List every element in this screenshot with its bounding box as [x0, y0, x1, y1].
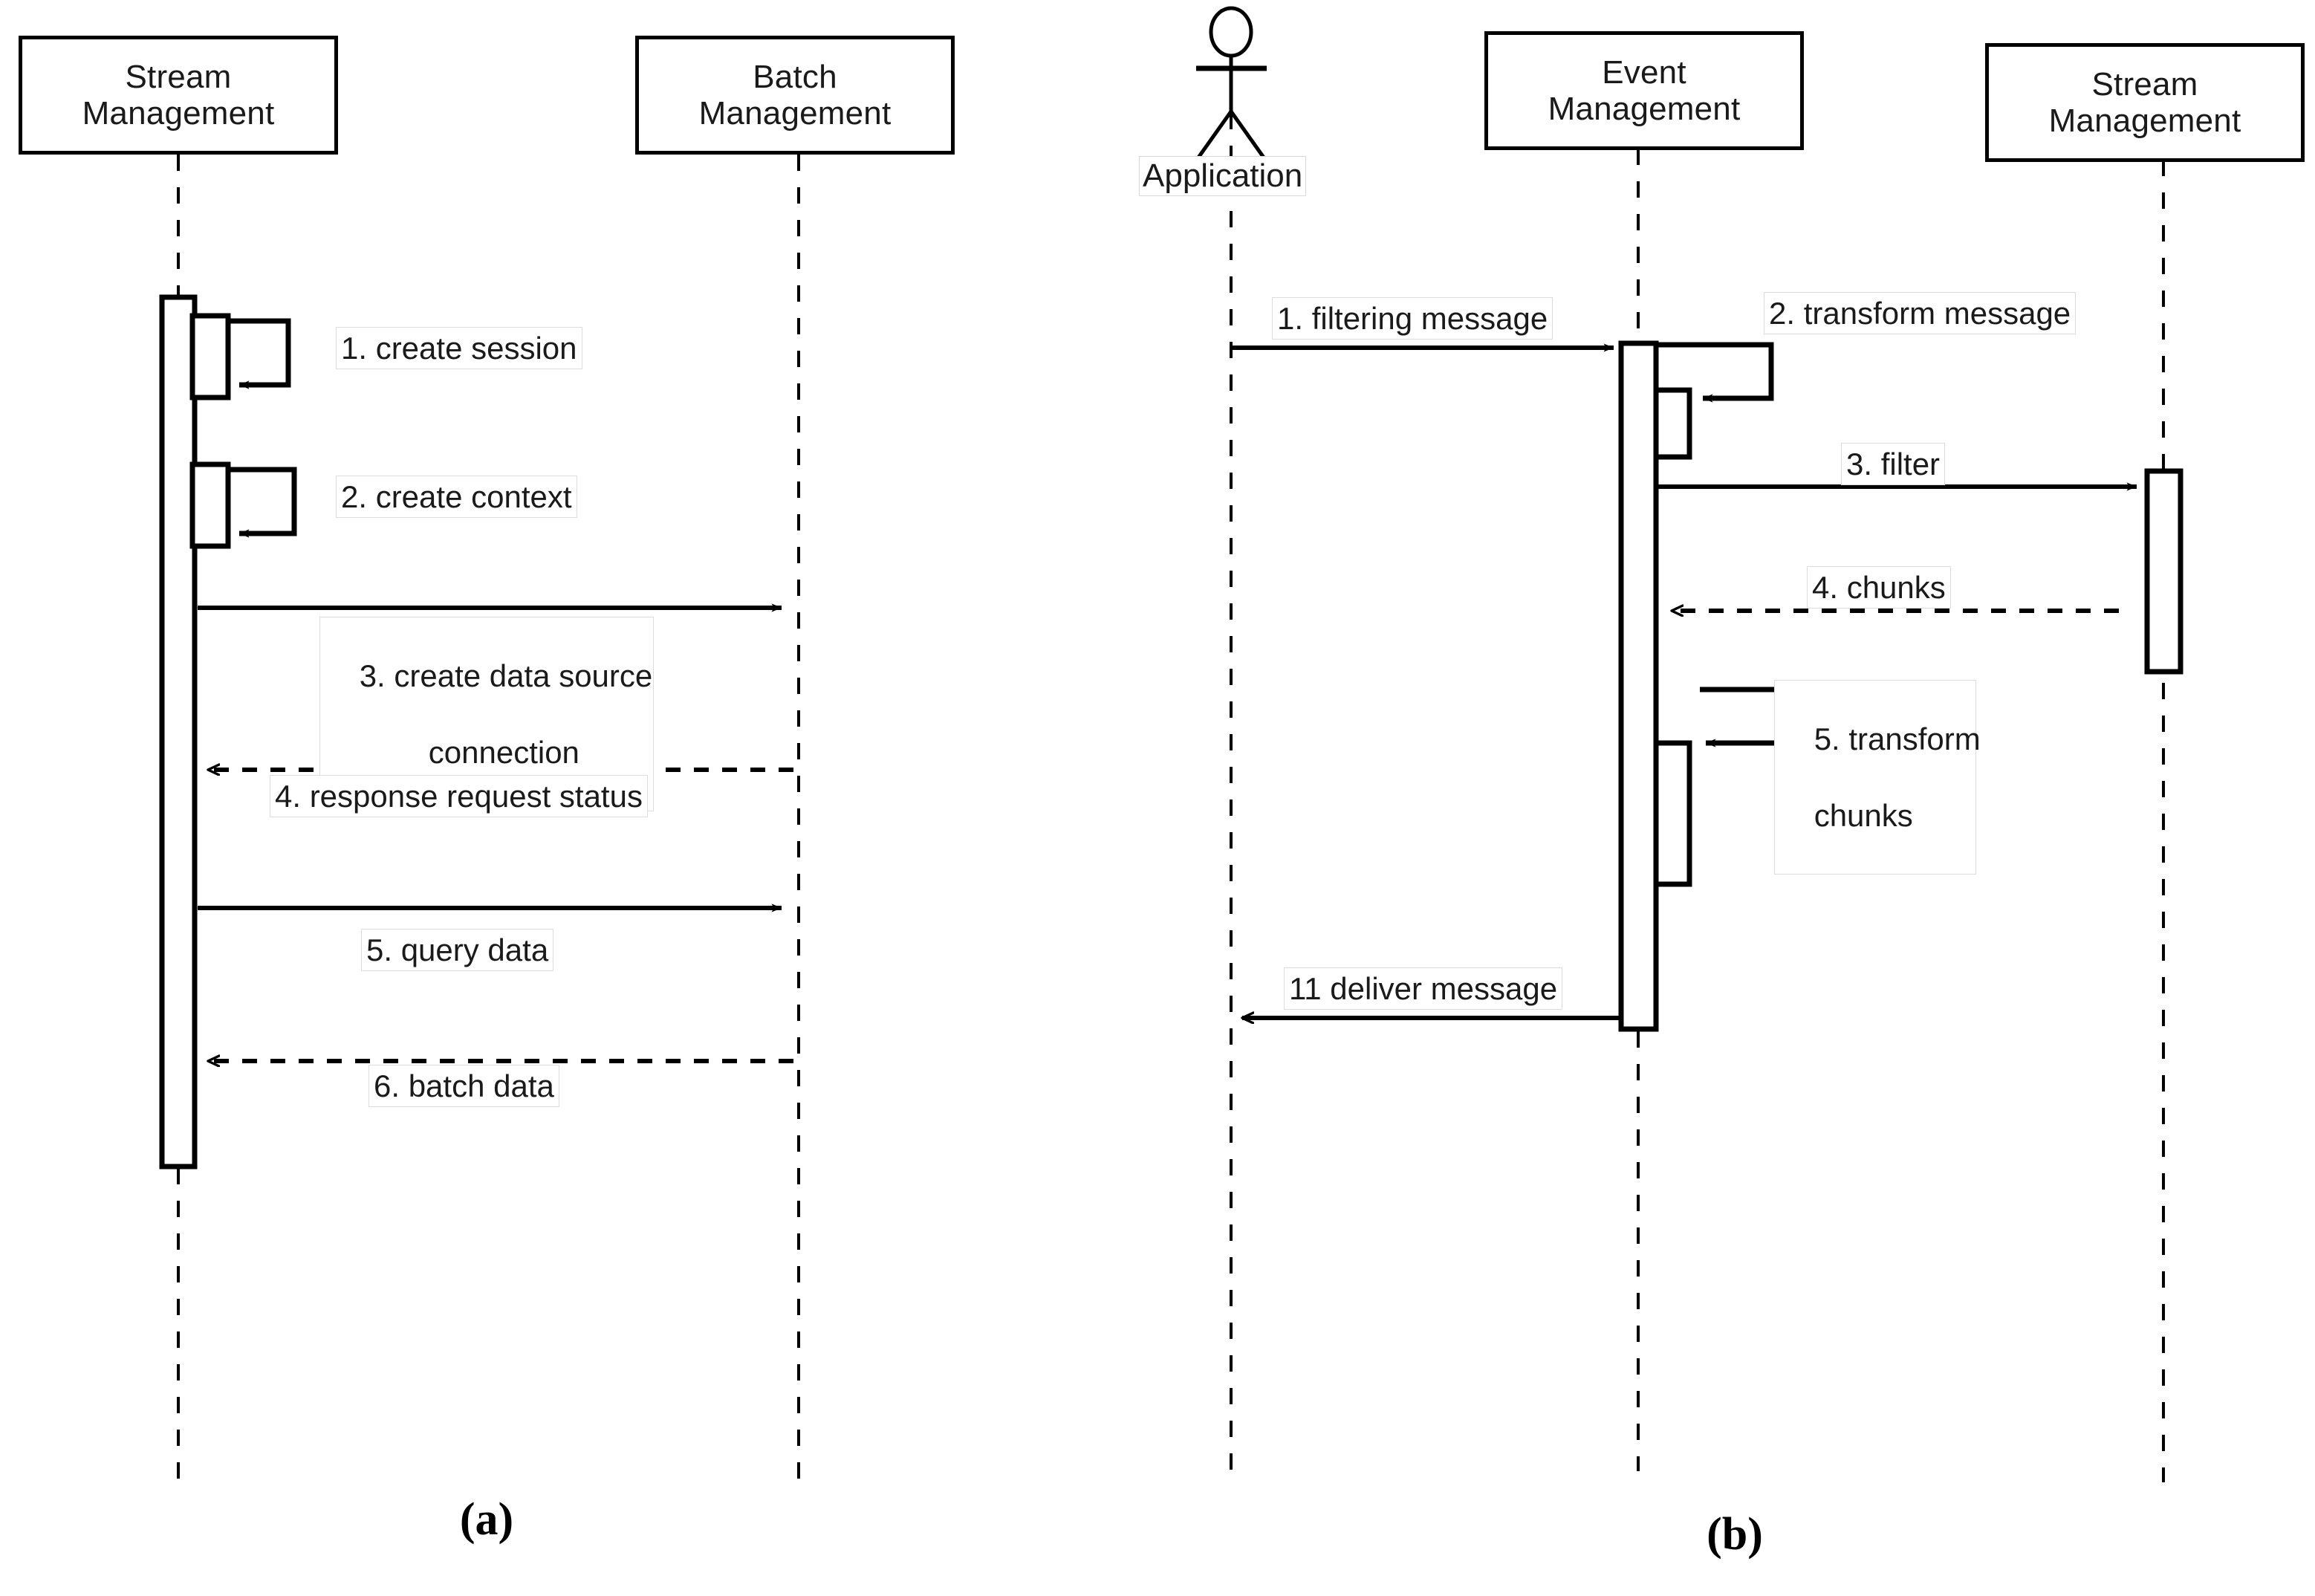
b-lifeline-stream-line2: Management [2048, 103, 2241, 139]
a-lifeline-stream-line2: Management [82, 95, 275, 132]
b-lifeline-event-line2: Management [1548, 91, 1741, 127]
b-msg-label-1-filtering-message: 1. filtering message [1272, 297, 1553, 340]
a-msg-label-1-create-session: 1. create session [336, 327, 582, 370]
a-activation-nested-2 [189, 461, 231, 549]
diagram-a-group [159, 155, 800, 1479]
a-msg-3-line2: connection [428, 734, 579, 770]
a-selfcall-arrow-1 [228, 318, 291, 389]
a-activation-nested-1 [189, 313, 231, 400]
b-actor-label-application[interactable]: Application [1139, 156, 1307, 196]
b-activation-nested-chunks [1653, 740, 1692, 887]
b-lifeline-event-line1: Event [1602, 53, 1686, 91]
b-activation-nested-transform [1653, 387, 1692, 460]
a-msg-3-line1: 3. create data source [359, 658, 653, 694]
a-lifeline-batch-line2: Management [698, 95, 892, 132]
a-activation-stream-main [159, 294, 198, 1170]
caption-b: (b) [1707, 1509, 1763, 1560]
b-activation-event-main [1618, 340, 1659, 1032]
a-lifeline-header-stream-management[interactable]: Stream Management [19, 36, 338, 155]
b-msg-5-line2: chunks [1814, 797, 1913, 833]
a-lifeline-batch-line1: Batch [753, 58, 837, 95]
a-lifeline-header-batch-management[interactable]: Batch Management [635, 36, 955, 155]
b-activation-stream [2144, 468, 2183, 675]
b-msg-label-4-chunks: 4. chunks [1807, 566, 1951, 609]
b-lifeline-stream-line1: Stream [2091, 65, 2198, 103]
a-msg-label-4-response-request-status: 4. response request status [270, 775, 648, 818]
a-lifeline-stream-line1: Stream [125, 58, 232, 95]
a-selfcall-arrow-2 [228, 467, 297, 538]
b-lifeline-header-stream-management[interactable]: Stream Management [1985, 43, 2305, 162]
caption-a: (a) [459, 1494, 514, 1545]
b-msg-label-2-transform-message: 2. transform message [1764, 292, 2077, 335]
b-msg-label-11-deliver-message: 11 deliver message [1284, 967, 1563, 1011]
a-msg-label-5-query-data: 5. query data [361, 929, 554, 972]
b-selfcall-arrow-2 [1656, 342, 1774, 403]
diagram-b-group [1196, 6, 2183, 1482]
b-msg-label-3-filter: 3. filter [1841, 443, 1946, 486]
b-actor-application-icon [1196, 6, 1267, 159]
a-msg-label-2-create-context: 2. create context [336, 476, 577, 519]
b-msg-label-5-transform-chunks: 5. transform chunks [1774, 680, 1981, 875]
b-msg-5-line1: 5. transform [1814, 721, 1981, 757]
b-lifeline-header-event-management[interactable]: Event Management [1484, 31, 1804, 150]
a-msg-label-6-batch-data: 6. batch data [368, 1065, 559, 1108]
